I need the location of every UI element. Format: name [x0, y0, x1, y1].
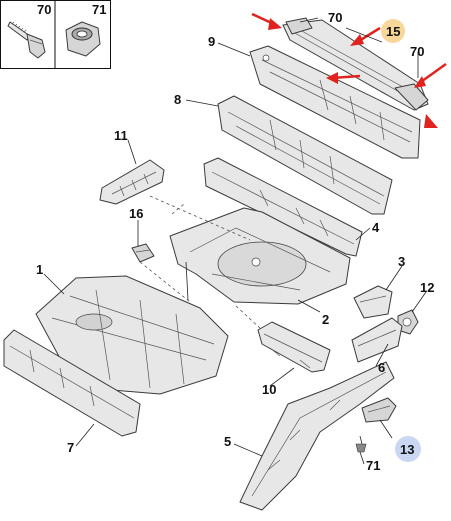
callout-1: 1 [36, 262, 43, 277]
callout-10: 10 [262, 382, 276, 397]
callout-2: 2 [322, 312, 329, 327]
nut-icon [65, 21, 101, 57]
part-7-side-sill [3, 329, 141, 437]
red-arrow-2 [350, 26, 381, 46]
part-11-bracket [99, 159, 165, 205]
red-arrow-1 [251, 12, 282, 30]
callout-9: 9 [208, 34, 215, 49]
red-arrow-3 [326, 72, 361, 84]
part-13-bracket [355, 397, 397, 453]
callout-11: 11 [114, 128, 128, 143]
callout-15: 15 [386, 24, 400, 39]
callout-13: 13 [400, 442, 414, 457]
red-arrow-5 [424, 114, 438, 128]
red-arrow-4 [414, 62, 447, 88]
part-3-bracket [353, 285, 393, 319]
part-8-rear-lower-panel [217, 95, 393, 215]
part-4-crossmember-panel [203, 157, 363, 257]
fastener-legend-box: 70 71 [0, 0, 111, 69]
callout-70-top: 70 [328, 10, 342, 25]
highlight-15-circle [381, 19, 405, 43]
part-6-rail [351, 317, 403, 363]
callout-7: 7 [67, 440, 74, 455]
part-16-clip [131, 243, 155, 263]
callout-4: 4 [372, 220, 380, 235]
part-10-crossmember [257, 321, 331, 373]
nut-legend-label: 71 [92, 2, 106, 17]
highlight-13-circle [395, 436, 421, 462]
callout-70-right: 70 [410, 44, 424, 59]
callout-3: 3 [398, 254, 405, 269]
callout-8: 8 [174, 92, 181, 107]
callout-6: 6 [378, 360, 385, 375]
part-1-front-floor [35, 275, 229, 395]
callout-71: 71 [366, 458, 380, 473]
part-9-rear-upper-panel [249, 45, 421, 159]
part-2-rear-floor [169, 207, 351, 305]
bolt-legend-label: 70 [37, 2, 51, 17]
bolt-icon [7, 21, 46, 59]
callout-12: 12 [420, 280, 434, 295]
part-15-rear-beam [282, 17, 429, 111]
callout-5: 5 [224, 434, 231, 449]
part-5-longitudinal-rail [239, 361, 395, 511]
leader-lines [43, 17, 427, 465]
assembly-lines [139, 195, 263, 331]
callout-16: 16 [129, 206, 143, 221]
